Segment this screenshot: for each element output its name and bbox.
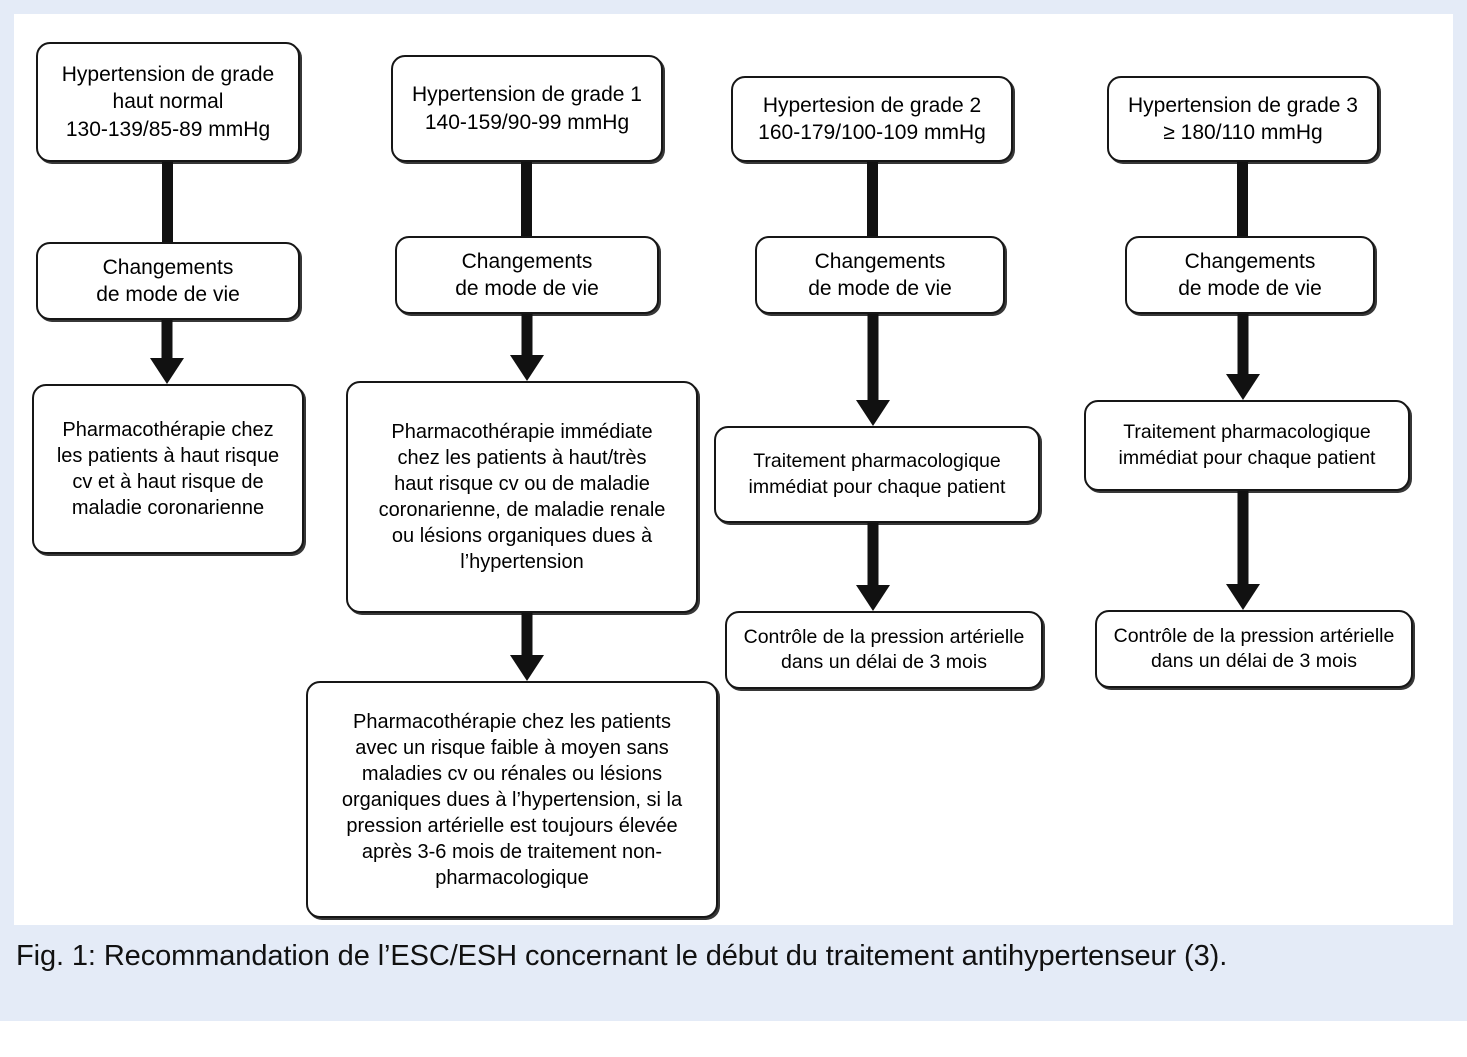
connector-arrow-col4-lifestyle-to-treatment — [1226, 314, 1260, 400]
connector-stem-col3-header-to-lifestyle — [867, 162, 878, 236]
connector-arrow-col2-treatment-to-extra — [510, 613, 544, 681]
node-treatment-grade-1: Pharmacothérapie immédiate chez les pati… — [346, 381, 698, 613]
connector-arrow-col2-lifestyle-to-treatment — [510, 314, 544, 381]
connector-arrow-col4-treatment-to-followup — [1226, 491, 1260, 610]
node-lifestyle-grade-3: Changements de mode de vie — [1125, 236, 1375, 314]
diagram-panel: Hypertension de grade haut normal 130-13… — [14, 14, 1453, 925]
connector-stem-col4-header-to-lifestyle — [1237, 162, 1248, 236]
node-treatment-grade-2: Traitement pharmacologique immédiat pour… — [714, 426, 1040, 523]
node-header-grade-1: Hypertension de grade 1 140-159/90-99 mm… — [391, 55, 663, 162]
connector-arrow-col3-treatment-to-followup — [856, 523, 890, 611]
connector-stem-col1-header-to-lifestyle — [162, 162, 173, 242]
node-header-grade-3: Hypertension de grade 3 ≥ 180/110 mmHg — [1107, 76, 1379, 162]
node-treatment-grade-haut-normal: Pharmacothérapie chez les patients à hau… — [32, 384, 304, 554]
node-lifestyle-grade-1: Changements de mode de vie — [395, 236, 659, 314]
figure-caption: Fig. 1: Recommandation de l’ESC/ESH conc… — [16, 940, 1228, 972]
node-header-grade-2: Hypertesion de grade 2 160-179/100-109 m… — [731, 76, 1013, 162]
node-extra-grade-1: Pharmacothérapie chez les patients avec … — [306, 681, 718, 918]
node-treatment-grade-3: Traitement pharmacologique immédiat pour… — [1084, 400, 1410, 491]
connector-arrow-col3-lifestyle-to-treatment — [856, 314, 890, 426]
node-lifestyle-grade-2: Changements de mode de vie — [755, 236, 1005, 314]
node-lifestyle-grade-haut-normal: Changements de mode de vie — [36, 242, 300, 320]
figure-card: Hypertension de grade haut normal 130-13… — [0, 0, 1467, 1021]
connector-stem-col2-header-to-lifestyle — [521, 162, 532, 236]
node-followup-grade-2: Contrôle de la pression artérielle dans … — [725, 611, 1043, 689]
connector-arrow-col1-lifestyle-to-treatment — [150, 320, 184, 384]
node-followup-grade-3: Contrôle de la pression artérielle dans … — [1095, 610, 1413, 688]
node-header-grade-haut-normal: Hypertension de grade haut normal 130-13… — [36, 42, 300, 162]
